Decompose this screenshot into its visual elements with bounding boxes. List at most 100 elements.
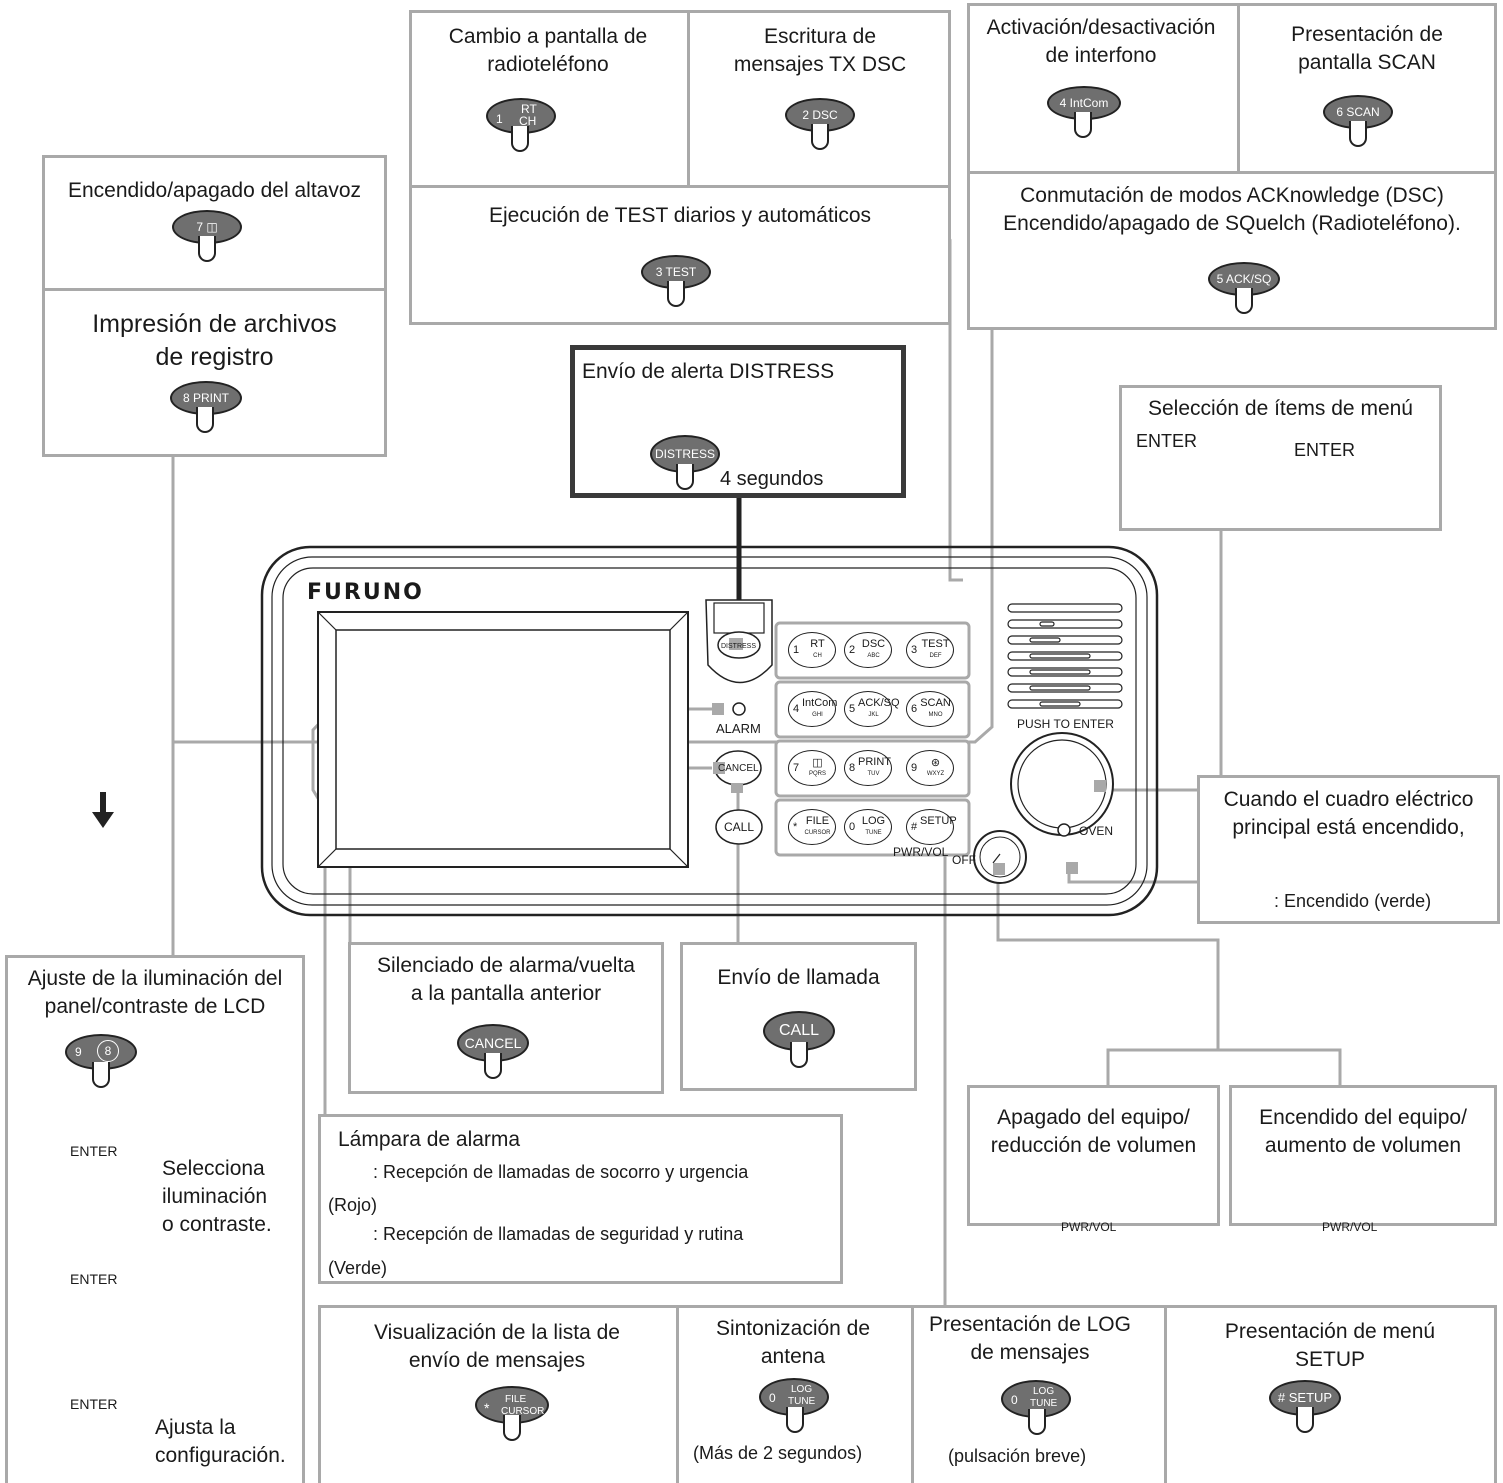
illum-enter-3: ENTER bbox=[70, 1396, 118, 1412]
acksq-title-2: Encendido/apagado de SQuelch (Radioteléf… bbox=[1003, 212, 1461, 235]
keypad-key-11[interactable]: #SETUP bbox=[906, 809, 957, 845]
oven-box bbox=[1197, 775, 1500, 924]
pwr-on-box bbox=[1229, 1085, 1497, 1226]
menu-enter-2: ENTER bbox=[1294, 440, 1356, 460]
call-panel-key[interactable]: CALL bbox=[724, 820, 755, 834]
finger-icon bbox=[790, 1042, 808, 1068]
alarm-lamp-title: Lámpara de alarma bbox=[338, 1128, 521, 1151]
call-title: Envío de llamada bbox=[717, 966, 880, 989]
illum-select-3: o contraste. bbox=[162, 1213, 272, 1236]
dsc-title-1: Escritura de bbox=[763, 25, 877, 48]
dsc-title-2: mensajes TX DSC bbox=[733, 53, 907, 76]
finger-icon bbox=[92, 1062, 110, 1088]
distress-panel-key[interactable]: DISTRESS bbox=[721, 643, 757, 650]
keypad-key-6[interactable]: 7◫PQRS bbox=[788, 750, 836, 786]
alarm-lamp-red-label: (Rojo) bbox=[328, 1195, 378, 1215]
oven-title-2: principal está encendido, bbox=[1232, 816, 1465, 839]
push-to-enter-label: PUSH TO ENTER bbox=[1017, 717, 1114, 731]
illum-select-1: Selecciona bbox=[162, 1157, 265, 1180]
pwr-off-title-2: reducción de volumen bbox=[990, 1134, 1197, 1157]
scan-title-2: pantalla SCAN bbox=[1298, 51, 1436, 74]
cancel-box bbox=[348, 942, 664, 1094]
alarm-label: ALARM bbox=[716, 721, 761, 736]
setup-title-2: SETUP bbox=[1294, 1348, 1365, 1371]
pwr-vol-label: PWR/VOL bbox=[893, 845, 949, 859]
finger-icon bbox=[667, 281, 685, 307]
illum-enter-2: ENTER bbox=[70, 1271, 118, 1287]
finger-icon bbox=[511, 126, 529, 152]
finger-icon bbox=[484, 1053, 502, 1079]
log-title-2: de mensajes bbox=[970, 1341, 1090, 1364]
pwr-off-label: PWR/VOL bbox=[1061, 1220, 1117, 1234]
alarm-lamp-green-label: (Verde) bbox=[328, 1258, 388, 1278]
setup-title-1: Presentación de menú bbox=[1224, 1320, 1436, 1343]
print-title-2: de registro bbox=[155, 343, 274, 371]
finger-icon bbox=[1028, 1409, 1046, 1435]
file-title-2: envío de mensajes bbox=[408, 1349, 586, 1372]
file-title-1: Visualización de la lista de bbox=[374, 1321, 620, 1344]
distress-note: 4 segundos bbox=[720, 468, 824, 490]
alarm-lamp-box bbox=[318, 1114, 843, 1284]
oven-label: OVEN bbox=[1079, 824, 1114, 838]
finger-icon bbox=[1296, 1407, 1314, 1433]
acksq-title-1: Conmutación de modos ACKnowledge (DSC) bbox=[1020, 184, 1444, 207]
oven-title-1: Cuando el cuadro eléctrico bbox=[1223, 788, 1474, 811]
cancel-title-2: a la pantalla anterior bbox=[410, 982, 602, 1005]
cancel-panel-key[interactable]: CANCEL bbox=[718, 763, 759, 774]
finger-icon bbox=[811, 124, 829, 150]
menu-enter-1: ENTER bbox=[1136, 431, 1198, 451]
brand-logo: FURUNO bbox=[307, 580, 424, 605]
pwr-on-title-1: Encendido del equipo/ bbox=[1259, 1106, 1467, 1129]
finger-icon bbox=[1235, 288, 1253, 314]
cancel-key[interactable]: CANCEL bbox=[457, 1024, 529, 1062]
tune-title-1: Sintonización de bbox=[715, 1317, 871, 1340]
finger-icon bbox=[676, 464, 694, 490]
alarm-lamp-green: : Recepción de llamadas de seguridad y r… bbox=[373, 1224, 744, 1244]
log-title-1: Presentación de LOG bbox=[929, 1313, 1131, 1336]
pwr-off-box bbox=[967, 1085, 1220, 1226]
pwr-on-label: PWR/VOL bbox=[1322, 1220, 1378, 1234]
finger-icon bbox=[1074, 112, 1092, 138]
pwr-off-title-1: Apagado del equipo/ bbox=[997, 1106, 1190, 1129]
intcom-title-1: Activación/desactivación bbox=[986, 16, 1216, 39]
finger-icon bbox=[786, 1407, 804, 1433]
finger-icon bbox=[503, 1415, 521, 1441]
finger-icon bbox=[196, 407, 214, 433]
speaker-title: Encendido/apagado del altavoz bbox=[67, 179, 362, 202]
illum-adjust-2: configuración. bbox=[155, 1444, 286, 1467]
dsc-key[interactable]: 2 DSC bbox=[785, 98, 855, 132]
scan-title-1: Presentación de bbox=[1291, 23, 1443, 46]
finger-icon bbox=[1349, 121, 1367, 147]
menu-box bbox=[1119, 385, 1442, 531]
tune-title-2: antena bbox=[760, 1345, 826, 1368]
illumination-box bbox=[5, 955, 305, 1483]
oven-legend: : Encendido (verde) bbox=[1274, 891, 1432, 911]
off-label: OFF bbox=[952, 853, 976, 867]
pwr-on-title-2: aumento de volumen bbox=[1264, 1134, 1462, 1157]
rt-title-2: radioteléfono bbox=[487, 53, 609, 76]
intcom-title-2: de interfono bbox=[1045, 44, 1157, 67]
distress-title: Envío de alerta DISTRESS bbox=[582, 360, 835, 383]
tune-note: (Más de 2 segundos) bbox=[693, 1443, 863, 1463]
keypad-key-8[interactable]: 9⊛WXYZ bbox=[906, 750, 954, 786]
print-title-1: Impresión de archivos bbox=[92, 310, 337, 338]
distress-box bbox=[570, 345, 906, 498]
illum-adjust-1: Ajusta la bbox=[155, 1416, 236, 1439]
illum-title-1: Ajuste de la iluminación del bbox=[27, 967, 283, 990]
test-title: Ejecución de TEST diarios y automáticos bbox=[488, 204, 872, 227]
illum-enter-1: ENTER bbox=[70, 1143, 118, 1159]
illum-title-2: panel/contraste de LCD bbox=[44, 995, 266, 1018]
finger-icon bbox=[198, 236, 216, 262]
alarm-lamp-red: : Recepción de llamadas de socorro y urg… bbox=[373, 1162, 749, 1182]
rt-title-1: Cambio a pantalla de bbox=[448, 25, 648, 48]
